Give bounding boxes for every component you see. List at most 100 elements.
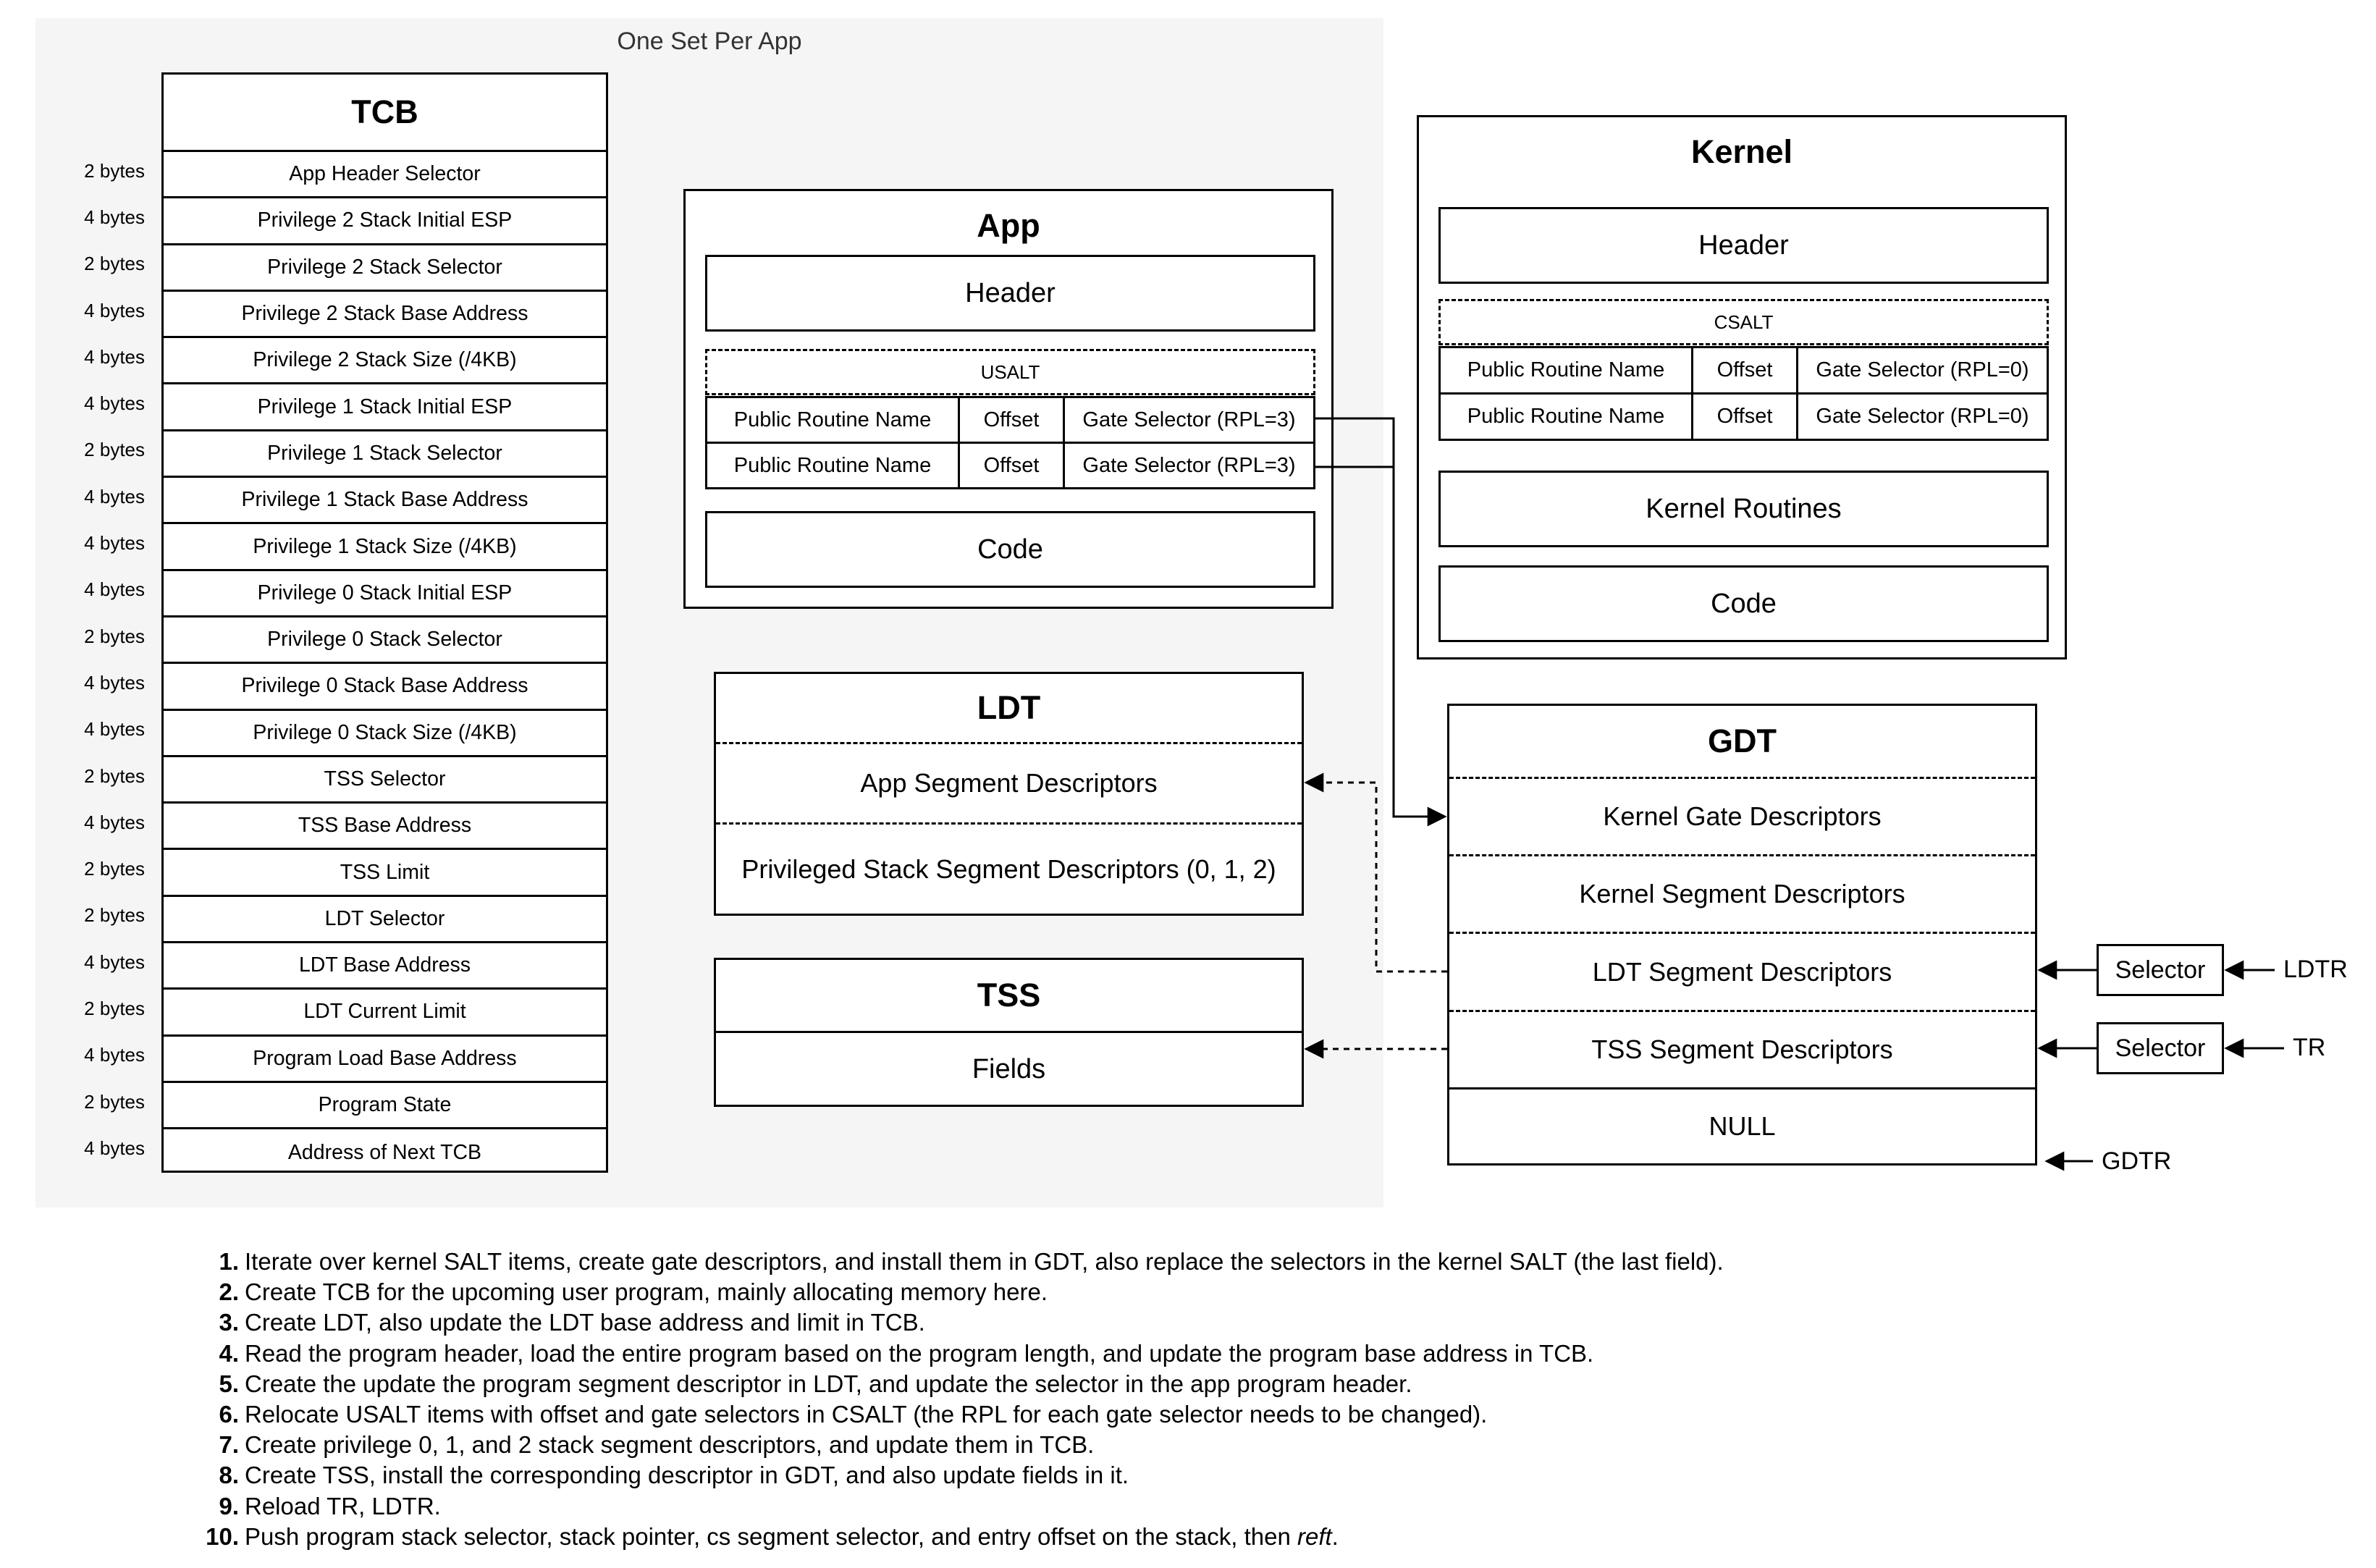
step-text: Iterate over kernel SALT items, create g… bbox=[245, 1247, 1724, 1277]
csalt-label: CSALT bbox=[1438, 299, 2049, 345]
step-item: 6.Relocate USALT items with offset and g… bbox=[195, 1399, 2295, 1430]
step-item: 2.Create TCB for the upcoming user progr… bbox=[195, 1277, 2295, 1307]
step-text-body: Push program stack selector, stack point… bbox=[245, 1522, 1297, 1550]
step-number: 3. bbox=[219, 1309, 239, 1336]
step-item: 4.Read the program header, load the enti… bbox=[195, 1339, 2295, 1369]
step-text: Relocate USALT items with offset and gat… bbox=[245, 1399, 1487, 1430]
tcb-size-column: 2 bytes 4 bytes 2 bytes 4 bytes 4 bytes 4 byt… bbox=[43, 148, 145, 1172]
tcb-field-row: Privilege 1 Stack Initial ESP bbox=[164, 384, 606, 431]
ldt-privileged-stack-descriptors: Privileged Stack Segment Descriptors (0,… bbox=[741, 853, 1276, 884]
kernel-header: Header bbox=[1438, 207, 2049, 284]
tcb-field-size: 4 bytes bbox=[84, 671, 145, 694]
step-text-body: Relocate USALT items with offset and gat… bbox=[245, 1401, 1488, 1428]
tcb-field-size: 4 bytes bbox=[84, 951, 145, 973]
tcb-field-row: Privilege 1 Stack Base Address bbox=[164, 478, 606, 525]
tcb-field-size: 4 bytes bbox=[84, 578, 145, 601]
steps-list: 1.Iterate over kernel SALT items, create… bbox=[195, 1247, 2295, 1552]
tcb-field-row: Privilege 2 Stack Base Address bbox=[164, 292, 606, 339]
tcb-field-row: Privilege 0 Stack Size (/4KB) bbox=[164, 711, 606, 757]
step-item: 8.Create TSS, install the corresponding … bbox=[195, 1460, 2295, 1491]
tcb-field-row: App Header Selector bbox=[164, 152, 606, 199]
tcb-field-size: 4 bytes bbox=[84, 485, 145, 507]
tcb-field-size: 2 bytes bbox=[84, 858, 145, 880]
step-text: Create the update the program segment de… bbox=[245, 1369, 1412, 1399]
gdtr-register-label: GDTR bbox=[2102, 1147, 2172, 1175]
step-text: Push program stack selector, stack point… bbox=[245, 1522, 1339, 1552]
gdt-title: GDT bbox=[1449, 706, 2035, 779]
tcb-field-row: Program State bbox=[164, 1083, 606, 1130]
usalt-offset-2: Offset bbox=[958, 442, 1065, 489]
gdt-null-descriptor: NULL bbox=[1709, 1111, 1776, 1141]
tcb-field-size: 2 bytes bbox=[84, 764, 145, 787]
step-number: 7. bbox=[219, 1431, 239, 1459]
gdt-kernel-segment-descriptors: Kernel Segment Descriptors bbox=[1449, 856, 2035, 934]
step-text-body: Read the program header, load the entire… bbox=[245, 1339, 1594, 1367]
step-text-emphasis: reft bbox=[1297, 1522, 1332, 1550]
step-number: 6. bbox=[219, 1401, 239, 1428]
step-number: 9. bbox=[219, 1492, 239, 1519]
tcb-field-row: Privilege 1 Stack Selector bbox=[164, 431, 606, 479]
kernel-routines: Kernel Routines bbox=[1438, 471, 2049, 547]
ldt-app-segment-descriptors: App Segment Descriptors bbox=[716, 744, 1302, 825]
tr-selector-box: Selector bbox=[2097, 1022, 2224, 1074]
tcb-field-size: 2 bytes bbox=[84, 159, 145, 182]
step-text: Create TCB for the upcoming user program… bbox=[245, 1277, 1048, 1307]
step-text: Create TSS, install the corresponding de… bbox=[245, 1460, 1129, 1491]
step-text-body: Create TSS, install the corresponding de… bbox=[245, 1462, 1129, 1489]
tcb-field-row: Privilege 2 Stack Selector bbox=[164, 245, 606, 292]
app-title: App bbox=[977, 207, 1040, 244]
tcb-field-size: 2 bytes bbox=[84, 1090, 145, 1113]
kernel-box: Kernel Header CSALT Public Routine Name … bbox=[1417, 115, 2067, 659]
step-item: 7.Create privilege 0, 1, and 2 stack seg… bbox=[195, 1430, 2295, 1460]
tcb-field-row: LDT Current Limit bbox=[164, 990, 606, 1037]
tcb-field-row: LDT Base Address bbox=[164, 943, 606, 990]
tcb-field-size: 4 bytes bbox=[84, 718, 145, 741]
gdt-kernel-gate-descriptors: Kernel Gate Descriptors bbox=[1449, 779, 2035, 856]
tcb-field-row: TSS Limit bbox=[164, 850, 606, 897]
tss-fields: Fields bbox=[972, 1053, 1046, 1084]
step-number: 8. bbox=[219, 1462, 239, 1489]
step-number: 4. bbox=[219, 1339, 239, 1367]
gdt-ldt-to-ldt-connector bbox=[1304, 772, 1447, 973]
tcb-field-row: LDT Selector bbox=[164, 897, 606, 944]
tcb-field-row: Program Load Base Address bbox=[164, 1037, 606, 1083]
tcb-field-row: Privilege 1 Stack Size (/4KB) bbox=[164, 524, 606, 571]
step-text-body: Reload TR, LDTR. bbox=[245, 1492, 441, 1519]
tcb-field-size: 4 bytes bbox=[84, 299, 145, 321]
step-text: Read the program header, load the entire… bbox=[245, 1339, 1593, 1369]
csalt-routine-name-1: Public Routine Name bbox=[1438, 346, 1693, 395]
tcb-field-row: Address of Next TCB bbox=[287, 1140, 482, 1164]
step-item: 3.Create LDT, also update the LDT base a… bbox=[195, 1307, 2295, 1338]
tcb-field-row: Privilege 0 Stack Base Address bbox=[164, 664, 606, 711]
tcb-field-size: 4 bytes bbox=[84, 811, 145, 833]
step-number: 1. bbox=[219, 1248, 239, 1275]
tcb-field-size: 4 bytes bbox=[84, 532, 145, 555]
ldtr-selector-box: Selector bbox=[2097, 944, 2224, 996]
step-text-end: . bbox=[1331, 1522, 1339, 1550]
usalt-routine-name-1: Public Routine Name bbox=[705, 396, 960, 444]
gdt-tss-segment-descriptors: TSS Segment Descriptors bbox=[1449, 1012, 2035, 1089]
kernel-code: Code bbox=[1438, 565, 2049, 642]
step-number: 5. bbox=[219, 1370, 239, 1397]
csalt-offset-1: Offset bbox=[1691, 346, 1798, 395]
tcb-field-size: 4 bytes bbox=[84, 392, 145, 415]
app-header: Header bbox=[705, 255, 1315, 332]
app-code: Code bbox=[705, 511, 1315, 588]
tcb-field-row: Privilege 0 Stack Selector bbox=[164, 617, 606, 665]
tcb-title: TCB bbox=[164, 75, 606, 152]
tcb-field-size: 2 bytes bbox=[84, 253, 145, 275]
usalt-gate-selector-1: Gate Selector (RPL=3) bbox=[1063, 396, 1315, 444]
tss-box: TSS Fields bbox=[714, 958, 1304, 1107]
tss-title: TSS bbox=[716, 960, 1302, 1033]
tcb-field-row: TSS Base Address bbox=[164, 804, 606, 851]
app-box: App Header USALT Public Routine Name Off… bbox=[683, 189, 1334, 609]
step-text-body: Iterate over kernel SALT items, create g… bbox=[245, 1248, 1724, 1275]
step-text: Reload TR, LDTR. bbox=[245, 1491, 441, 1522]
step-text: Create privilege 0, 1, and 2 stack segme… bbox=[245, 1430, 1094, 1460]
step-item: 5.Create the update the program segment … bbox=[195, 1369, 2295, 1399]
step-item: 1.Iterate over kernel SALT items, create… bbox=[195, 1247, 2295, 1277]
kernel-title: Kernel bbox=[1690, 133, 1793, 170]
ldt-box: LDT App Segment Descriptors Privileged S… bbox=[714, 672, 1304, 916]
